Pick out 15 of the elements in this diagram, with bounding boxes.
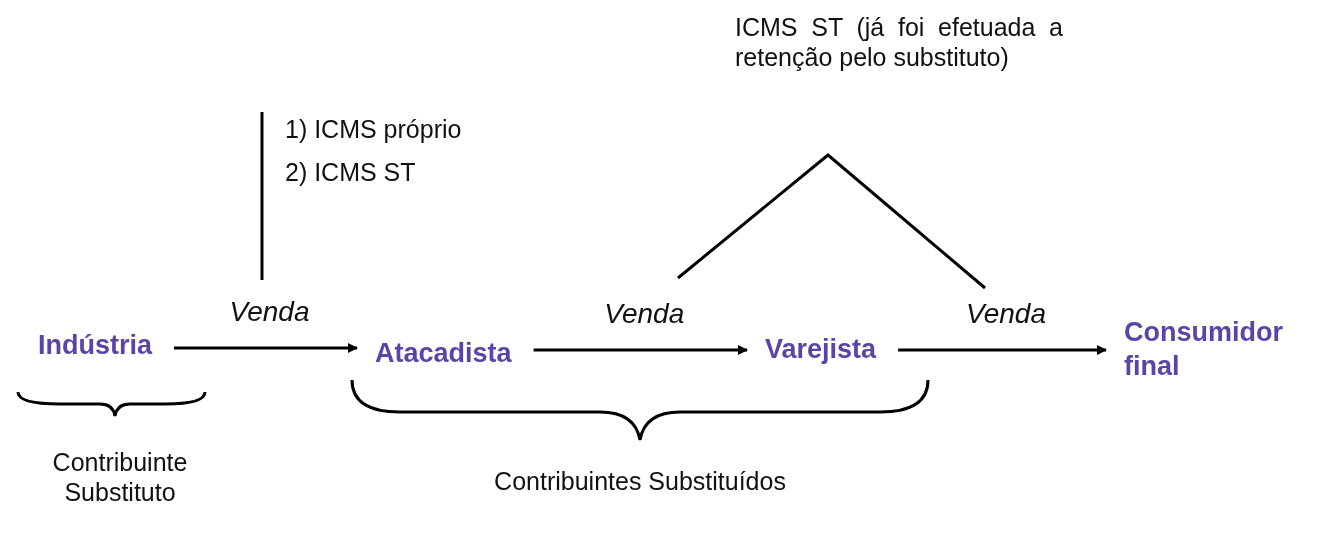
entity-label: Indústria <box>38 328 152 362</box>
group-caption: Contribuinte Substituto <box>51 447 189 507</box>
entity-label: Atacadista <box>375 336 512 370</box>
edge-label: Venda <box>229 296 310 328</box>
group-caption: Contribuintes Substituídos <box>493 466 787 496</box>
arrow <box>533 345 748 355</box>
arrow <box>174 343 358 353</box>
edge-label: Venda <box>604 298 685 330</box>
entity-label: Consumidor final <box>1124 315 1339 383</box>
note-text: ICMS ST (já foi efetuada a retenção pelo substituto) <box>735 12 1063 72</box>
list-item: 2) ICMS ST <box>285 157 417 187</box>
entity-label: Varejista <box>765 332 877 366</box>
list-item: 1) ICMS próprio <box>285 114 463 144</box>
arrow <box>898 345 1107 355</box>
edge-label: Venda <box>966 298 1046 330</box>
